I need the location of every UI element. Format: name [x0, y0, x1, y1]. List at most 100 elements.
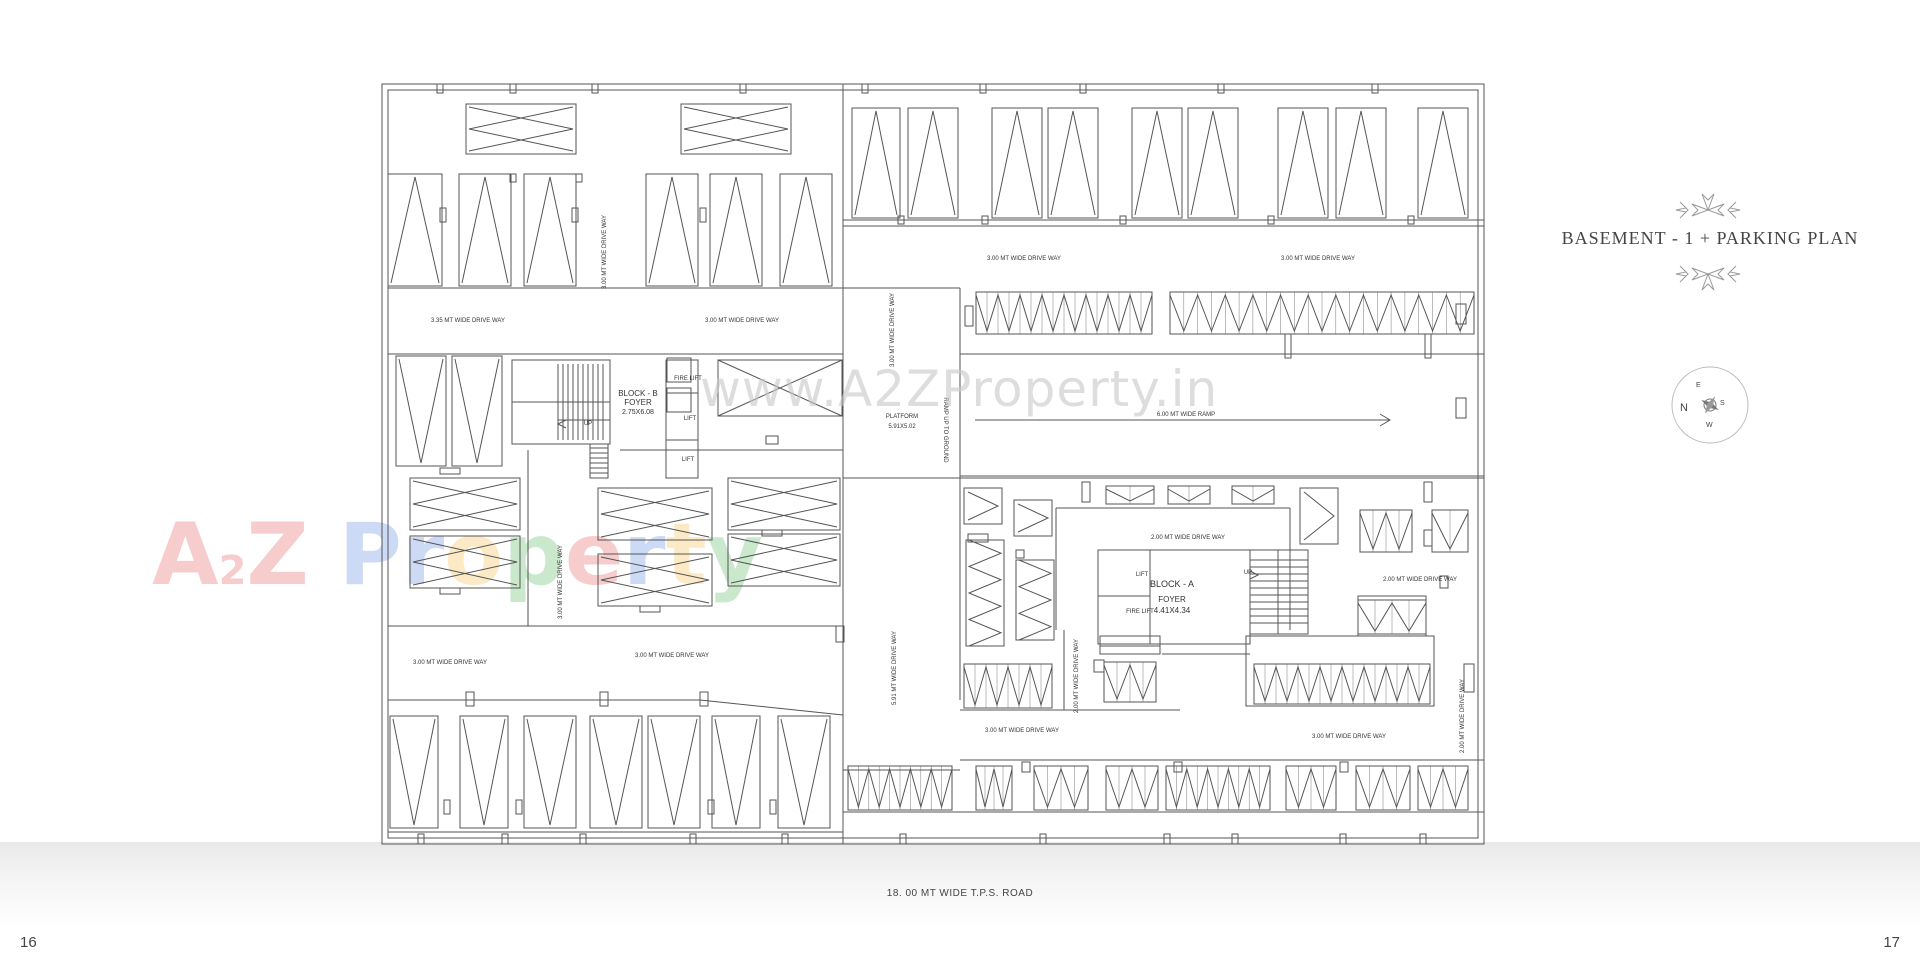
watermark-char: P — [338, 505, 402, 605]
drawing-label: 3.00 MT WIDE DRIVE WAY — [558, 545, 564, 619]
watermark-char: 2 — [218, 548, 247, 594]
road-strip — [0, 842, 1920, 930]
column — [465, 691, 475, 707]
drawing-label: LIFT — [682, 457, 695, 463]
parking-slot — [465, 103, 577, 155]
parking-slot — [454, 358, 500, 464]
plan-title: BASEMENT - 1 + PARKING PLAN — [1561, 228, 1859, 248]
drawing-label: FIRE LIFT — [1126, 609, 1154, 615]
column — [1173, 761, 1183, 773]
drawing-label: 3.35 MT WIDE DRIVE WAY — [431, 318, 505, 324]
drawing-label: 2.75X6.08 — [622, 409, 654, 416]
parking-slot — [1013, 499, 1053, 537]
parking-slot — [1131, 107, 1183, 219]
column — [639, 605, 661, 613]
drawing-label: FOYER — [1158, 595, 1186, 604]
watermark-char: Z — [246, 505, 309, 605]
stair-arrow — [1249, 570, 1260, 580]
ornament-icon — [1675, 193, 1741, 291]
parking-slot — [991, 107, 1043, 219]
parking-slot — [680, 103, 792, 155]
drawing-label: 3.00 MT WIDE DRIVE WAY — [705, 318, 779, 324]
column — [979, 83, 987, 94]
parking-slot — [963, 487, 1003, 525]
column — [835, 625, 845, 643]
parking-slot — [597, 553, 713, 607]
column — [739, 83, 747, 94]
two-wheeler-parking — [975, 291, 1153, 335]
stair — [589, 443, 609, 479]
parking-slot — [387, 173, 443, 287]
parking-slot — [727, 477, 841, 531]
column — [1099, 635, 1161, 647]
parking-slot — [523, 173, 577, 287]
column — [689, 833, 697, 845]
parking-slot — [647, 715, 701, 829]
column — [1463, 663, 1475, 693]
parking-slot — [465, 103, 577, 155]
room-cross — [717, 359, 843, 417]
stair-block-a — [1249, 549, 1309, 635]
parking-slot — [1299, 487, 1339, 545]
two-wheeler-parking — [965, 539, 1005, 647]
watermark-char: A — [152, 505, 219, 605]
two-wheeler-parking — [1231, 485, 1275, 505]
column — [1093, 659, 1105, 673]
parking-slot — [597, 487, 713, 541]
column — [781, 833, 789, 845]
parking-slot — [645, 173, 699, 287]
parking-slot — [1417, 107, 1469, 219]
parking-slot — [409, 535, 521, 589]
drawing-label: 5.91 MT WIDE DRIVE WAY — [892, 631, 898, 705]
watermark-char: e — [564, 505, 624, 605]
parking-slot — [779, 173, 833, 287]
two-wheeler-parking — [1357, 599, 1427, 635]
column — [765, 435, 779, 445]
column — [436, 83, 444, 94]
drawing-label: PLATFORM — [886, 414, 918, 420]
watermark-char: r — [623, 505, 666, 605]
drawing-label: 2.00 MT WIDE DRIVE WAY — [1460, 679, 1466, 753]
parking-slot — [409, 477, 521, 531]
page-number-left: 16 — [20, 934, 37, 951]
road-label: 18. 00 MT WIDE T.P.S. ROAD — [886, 888, 1034, 899]
watermark-logo: A2Z Property — [152, 505, 763, 605]
stair-arrow — [556, 419, 567, 429]
column — [1371, 83, 1379, 94]
parking-slot — [409, 535, 521, 589]
column — [1099, 635, 1161, 655]
drawing-label: 2.00 MT WIDE DRIVE WAY — [1074, 639, 1080, 713]
column — [439, 207, 447, 223]
two-wheeler-parking — [1253, 663, 1431, 705]
outer-boundary — [381, 83, 1485, 845]
column — [1217, 83, 1225, 94]
column — [769, 799, 777, 815]
column — [1231, 833, 1239, 845]
column — [591, 83, 599, 94]
parking-slot — [459, 715, 509, 829]
parking-slot — [523, 715, 577, 829]
compass-e: E — [1696, 382, 1701, 389]
two-wheeler-parking — [1167, 485, 1211, 505]
column — [899, 833, 907, 845]
two-wheeler-parking — [1105, 765, 1159, 811]
lift-block-a — [1097, 549, 1151, 645]
column — [1424, 333, 1432, 359]
column — [1284, 333, 1292, 359]
column — [1455, 397, 1467, 419]
drawing-label: LIFT — [684, 416, 697, 422]
column — [1455, 303, 1467, 325]
parking-slot — [777, 715, 831, 829]
column — [1439, 575, 1449, 589]
watermark-url: www.A2ZProperty.in — [700, 360, 1219, 418]
lift-block-b — [665, 359, 699, 479]
column — [1079, 83, 1087, 94]
parking-slot — [1187, 107, 1239, 219]
drawing-label: 3.00 MT WIDE DRIVE WAY — [890, 293, 896, 367]
drawing-label: 3.00 MT WIDE DRIVE WAY — [635, 653, 709, 659]
parking-slot — [409, 477, 521, 531]
column — [1423, 529, 1433, 547]
column — [861, 83, 869, 94]
column — [666, 387, 692, 413]
ramp-arrow — [1379, 413, 1391, 427]
